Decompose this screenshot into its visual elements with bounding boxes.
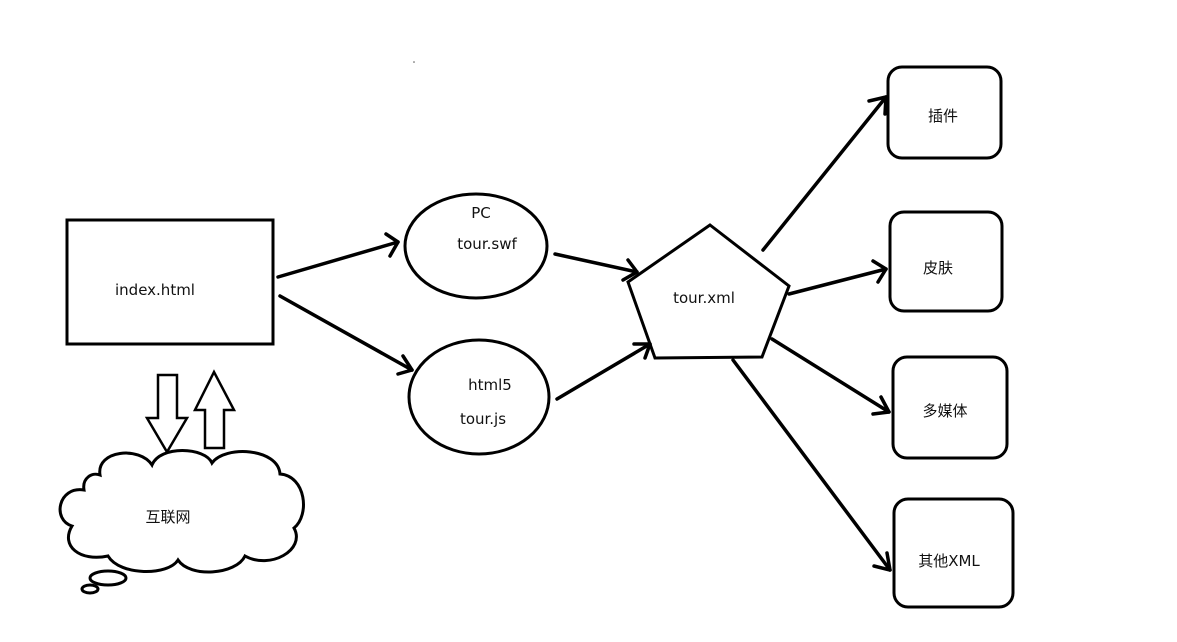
arrow-html5-to-xml — [555, 342, 652, 401]
download-arrow — [144, 373, 190, 455]
cloud-bubble-large — [88, 569, 128, 587]
plugin-box — [886, 65, 1003, 160]
html5-tour-js-node: html5 tour.js — [407, 338, 551, 456]
multimedia-box — [891, 355, 1009, 460]
other-xml-node: 其他XML — [892, 497, 1015, 609]
pc-ellipse — [403, 192, 549, 300]
pc-tour-swf-node: PC tour.swf — [403, 192, 549, 300]
pc-label: PC — [471, 204, 491, 222]
other-xml-label: 其他XML — [918, 552, 980, 570]
tour-js-label: tour.js — [460, 410, 506, 428]
skin-box — [888, 210, 1004, 313]
cloud-bubble-small — [80, 583, 100, 595]
arrow-pc-to-xml — [553, 252, 639, 282]
multimedia-node: 多媒体 — [891, 355, 1009, 460]
internet-cloud-node: 互联网 — [58, 449, 305, 595]
html5-ellipse — [407, 338, 551, 456]
tour-xml-node: tour.xml — [626, 223, 791, 360]
arrow-index-to-pc — [276, 232, 400, 279]
arrow-index-to-html5 — [278, 294, 414, 376]
arrow-xml-to-plugin — [761, 95, 888, 252]
multimedia-label: 多媒体 — [922, 402, 967, 420]
arrow-xml-to-multimedia — [770, 337, 891, 416]
index-html-box — [65, 218, 275, 346]
html5-label: html5 — [468, 376, 512, 394]
plugin-label: 插件 — [928, 107, 958, 125]
skin-node: 皮肤 — [888, 210, 1004, 313]
tour-swf-label: tour.swf — [457, 235, 517, 253]
index-html-node: index.html — [65, 218, 275, 346]
arrow-xml-to-other-xml — [731, 358, 892, 572]
cloud-shape — [58, 449, 305, 574]
skin-label: 皮肤 — [923, 259, 953, 277]
pentagon-shape — [626, 223, 791, 360]
arrow-xml-to-skin — [787, 259, 888, 296]
other-xml-box — [892, 497, 1015, 609]
upload-arrow — [192, 369, 237, 450]
tour-xml-label: tour.xml — [673, 289, 735, 307]
stray-dot — [413, 61, 415, 63]
internet-label: 互联网 — [145, 508, 190, 526]
index-html-label: index.html — [115, 281, 195, 299]
plugin-node: 插件 — [886, 65, 1003, 160]
